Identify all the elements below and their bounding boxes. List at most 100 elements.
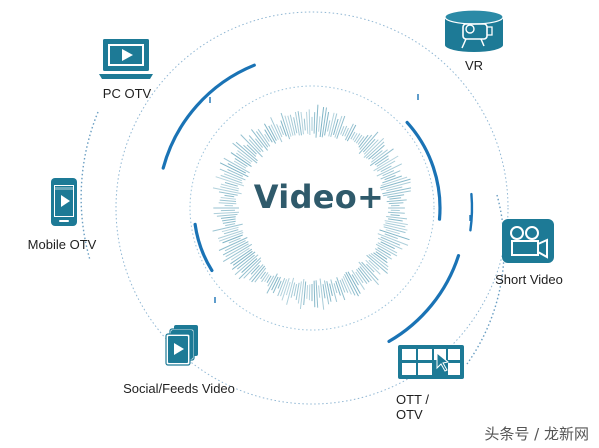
waveform-bar <box>238 257 262 280</box>
waveform-bar <box>386 199 407 203</box>
watermark: 头条号 / 龙新网 <box>484 425 589 443</box>
waveform-bar <box>376 160 396 172</box>
waveform-bar <box>333 283 338 294</box>
waveform-bar <box>374 248 392 260</box>
waveform-bar <box>223 173 242 182</box>
waveform-bar <box>303 118 306 131</box>
waveform-bar <box>212 223 243 232</box>
waveform-bar <box>387 211 405 214</box>
waveform-bar <box>355 271 364 284</box>
waveform-bar <box>220 197 236 200</box>
waveform-bar <box>383 226 406 234</box>
waveform-bar <box>220 186 239 192</box>
waveform-bar <box>264 274 270 282</box>
waveform-bar <box>236 254 255 270</box>
waveform-bar <box>351 274 359 286</box>
waveform-bar <box>377 233 409 246</box>
waveform-bar <box>322 284 326 299</box>
waveform-bar <box>371 150 383 160</box>
waveform-bar <box>294 111 300 136</box>
waveform-bar <box>293 283 298 297</box>
waveform-bar <box>295 282 300 300</box>
waveform-bar <box>297 111 302 136</box>
waveform-bar <box>230 247 250 261</box>
waveform-bar <box>341 278 349 293</box>
waveform-bar <box>313 112 316 134</box>
waveform-bar <box>376 163 403 177</box>
waveform-bar <box>220 174 243 184</box>
waveform-bar <box>365 259 381 275</box>
waveform-bar <box>264 133 270 142</box>
waveform-bar <box>362 138 376 153</box>
waveform-bar <box>254 267 267 283</box>
waveform-bar <box>297 281 302 304</box>
waveform-bar <box>306 285 309 299</box>
waveform-bar <box>385 222 406 228</box>
waveform-bar <box>293 117 298 134</box>
waveform-bar <box>357 136 365 145</box>
waveform-bar <box>388 202 404 205</box>
waveform-bar <box>227 168 244 177</box>
waveform-bar <box>222 243 253 263</box>
waveform-bar <box>346 124 357 142</box>
waveform-bar <box>217 230 243 239</box>
waveform-bar <box>327 120 331 132</box>
waveform-bar <box>350 131 356 140</box>
waveform-bar <box>220 216 236 219</box>
waveform-bar <box>219 168 246 181</box>
waveform-bar <box>326 281 332 302</box>
waveform-bar <box>373 252 388 264</box>
waveform-bar <box>383 224 408 231</box>
waveform-bar <box>219 162 249 178</box>
node-label-ott-line2: OTV <box>396 407 423 422</box>
waveform-bar <box>236 152 251 164</box>
waveform-bar <box>227 163 247 174</box>
waveform-bar <box>355 134 363 144</box>
waveform-bar <box>263 123 277 144</box>
waveform-bar <box>356 269 368 284</box>
waveform-bar <box>222 218 236 222</box>
waveform-bar <box>390 214 400 216</box>
node-label-mobile-otv: Mobile OTV <box>27 237 97 252</box>
waveform-bar <box>339 279 346 293</box>
waveform-bar <box>232 250 253 266</box>
waveform-bar <box>380 170 401 180</box>
waveform-bar <box>222 234 243 244</box>
waveform-bar <box>386 186 403 192</box>
waveform-bar <box>267 275 275 287</box>
waveform-bar <box>384 175 396 181</box>
waveform-bar <box>321 107 327 138</box>
waveform-bar <box>255 131 269 148</box>
waveform-bar <box>341 125 348 137</box>
waveform-bar <box>223 157 250 174</box>
waveform-bar <box>387 194 405 198</box>
waveform-bar <box>299 278 305 310</box>
waveform-bar <box>373 155 399 172</box>
node-label-ott-line1: OTT / <box>396 392 429 407</box>
waveform-bar <box>243 260 262 279</box>
node-label-social-feeds-video: Social/Feeds Video <box>123 381 235 396</box>
waveform-bar <box>368 144 385 160</box>
waveform-bar <box>389 197 402 200</box>
waveform-bar <box>300 111 304 135</box>
waveform-bar <box>358 261 379 286</box>
waveform-bar <box>352 132 358 141</box>
waveform-bar <box>218 237 248 251</box>
node-label-pc-otv: PC OTV <box>102 86 152 101</box>
waveform-bar <box>289 114 296 136</box>
blue-arc-right-small <box>469 192 474 232</box>
blue-arc-upper-left <box>161 63 256 170</box>
waveform-bar <box>380 165 392 173</box>
node-label-short-video: Short Video <box>495 272 563 287</box>
waveform-bar <box>380 176 408 187</box>
waveform-bar <box>369 148 394 167</box>
waveform-bar <box>344 273 356 296</box>
waveform-bar <box>342 276 352 295</box>
waveform-bar <box>225 243 249 258</box>
waveform-bar <box>224 182 238 187</box>
waveform-bar <box>366 263 375 273</box>
waveform-bar <box>388 218 403 222</box>
waveform-bar <box>308 109 311 136</box>
waveform-bar <box>271 276 279 291</box>
waveform-bar <box>336 277 346 301</box>
